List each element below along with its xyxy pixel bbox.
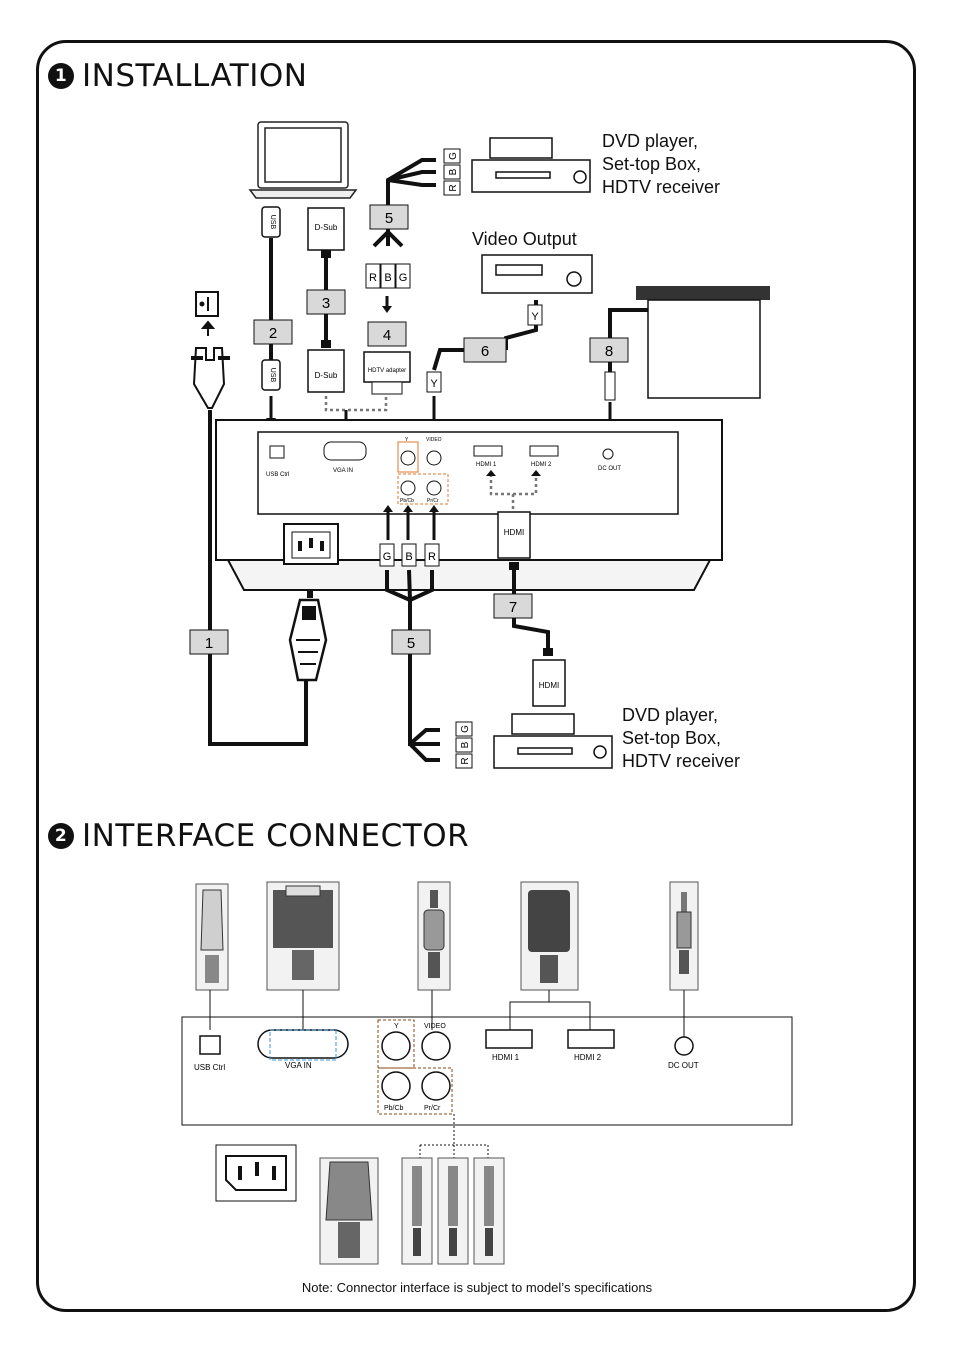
rca-letter: R	[369, 272, 377, 284]
vga-plug-icon	[266, 881, 340, 991]
laptop-icon	[248, 121, 358, 199]
bottom-source-label: DVD player,Set-top Box,HDTV receiver	[622, 705, 741, 771]
cable-number: 5	[407, 635, 415, 652]
power-cord-icon	[319, 1157, 379, 1265]
port-label: HDMI 2	[574, 1053, 602, 1062]
rca-plug-icon	[437, 1157, 469, 1265]
port-label: HDMI 1	[492, 1053, 520, 1062]
rca-letter: G	[399, 272, 408, 284]
cable-number: 8	[605, 343, 613, 360]
power-socket-icon	[215, 1144, 297, 1202]
port-label: Y	[394, 1023, 399, 1030]
dc-plug-icon	[669, 881, 699, 991]
top-source-label: DVD player,Set-top Box,HDTV receiver	[602, 131, 721, 197]
video-output-label: Video Output	[472, 229, 577, 249]
projector-icon	[215, 419, 723, 591]
section-number: 1	[48, 63, 74, 89]
cable-number: 7	[509, 599, 517, 616]
port-label: USB Ctrl	[194, 1063, 225, 1072]
projection-screen-icon	[636, 286, 770, 399]
rca-letter: B	[384, 272, 391, 284]
port-label: VIDEO	[424, 1023, 446, 1030]
port-label: HDMI 1	[476, 462, 497, 468]
port-label: DC OUT	[668, 1061, 699, 1070]
port-label: VIDEO	[426, 437, 442, 443]
rca-plug-group: G B R	[379, 543, 440, 567]
hdmi-tag: HDMI	[539, 681, 559, 690]
cable-tags: 1 2 3 4 5 6 7 8 5	[189, 204, 629, 655]
port-label: Pb/Cb	[400, 498, 414, 504]
port-label: Pb/Cb	[384, 1105, 404, 1112]
cable-number: 6	[481, 343, 489, 360]
dsub-tag: D-Sub	[315, 223, 338, 232]
section-number: 2	[48, 823, 74, 849]
dvd-player-icon	[493, 713, 613, 769]
rca-letter: B	[405, 551, 412, 563]
vcr-icon	[481, 254, 593, 294]
port-label: HDMI 2	[531, 462, 552, 468]
rca-plug-icon	[417, 881, 451, 991]
cable-number: 2	[269, 325, 277, 342]
hdmi-plug-icon	[520, 881, 579, 991]
port-label: Pr/Cr	[424, 1105, 441, 1112]
installation-heading: 1 INSTALLATION	[48, 58, 307, 94]
port-label: USB Ctrl	[266, 472, 289, 478]
rca-plug-group: G B R	[455, 721, 473, 769]
page-frame	[36, 40, 916, 1312]
port-label: Y	[405, 437, 409, 443]
rca-plug-icon	[401, 1157, 433, 1265]
rca-plug-icon	[473, 1157, 505, 1265]
hdtv-adapter-tag: HDTV adapter	[368, 368, 406, 374]
cable-number: 3	[322, 295, 330, 312]
rca-letter: R	[428, 551, 436, 563]
rca-letter: Y	[430, 378, 438, 390]
cable-number: 1	[205, 635, 213, 652]
dsub-tag: D-Sub	[315, 371, 338, 380]
usb-plug-icon	[195, 883, 229, 991]
usb-tag: USB	[269, 368, 276, 383]
power-plug-icon	[191, 347, 230, 409]
interface-heading: 2 INTERFACE CONNECTOR	[48, 818, 469, 854]
specification-note: Note: Connector interface is subject to …	[301, 1280, 653, 1295]
section-title: INTERFACE CONNECTOR	[82, 818, 470, 854]
hdmi-tag: HDMI	[504, 528, 524, 537]
rca-letter: G	[383, 551, 392, 563]
rca-plug-group: G B R	[443, 148, 461, 196]
svg-text:B: B	[460, 741, 471, 748]
port-label: VGA IN	[285, 1061, 312, 1070]
svg-text:G: G	[448, 152, 459, 160]
cable-number: 5	[385, 210, 393, 227]
svg-text:R: R	[448, 184, 459, 191]
cable-number: 4	[383, 327, 391, 344]
power-outlet-icon	[195, 291, 219, 336]
svg-text:B: B	[448, 168, 459, 175]
port-label: VGA IN	[333, 468, 353, 474]
rca-plug-group: R B G	[365, 263, 411, 289]
rca-letter: Y	[531, 311, 539, 323]
usb-tag: USB	[269, 215, 276, 230]
port-label: DC OUT	[598, 466, 621, 472]
power-cable-connector	[288, 598, 328, 682]
port-label: Pr/Cr	[427, 498, 439, 504]
svg-text:R: R	[460, 757, 471, 764]
svg-text:G: G	[460, 725, 471, 733]
dvd-player-icon	[471, 137, 591, 193]
section-title: INSTALLATION	[82, 58, 308, 94]
